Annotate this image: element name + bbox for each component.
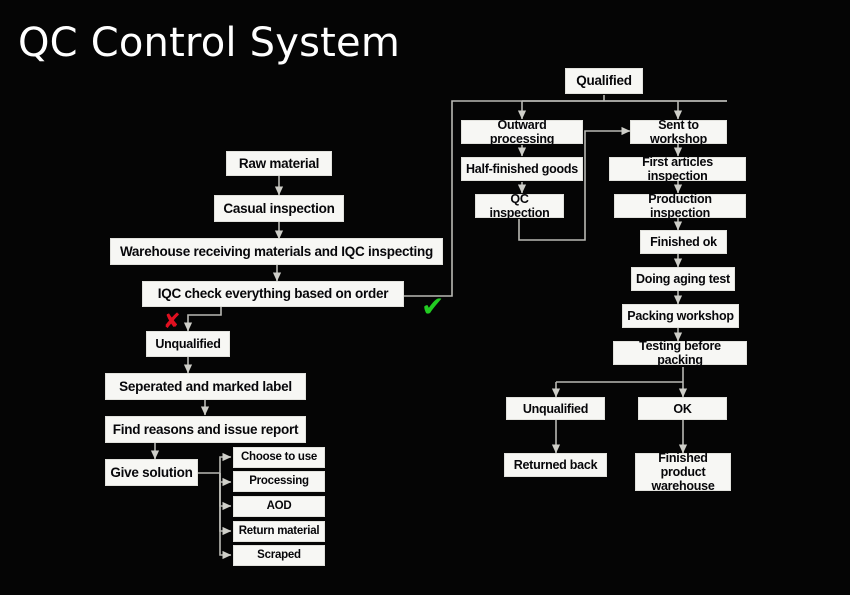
node-find-reasons[interactable]: Find reasons and issue report <box>105 416 306 443</box>
node-label: Sent to workshop <box>649 118 708 146</box>
node-scraped[interactable]: Scraped <box>233 545 325 566</box>
node-testing-before-packing[interactable]: Testing before packing <box>613 339 747 367</box>
accept-check-icon: ✔ <box>421 290 445 323</box>
node-returned-back[interactable]: Returned back <box>504 453 607 477</box>
node-sent-to-workshop[interactable]: Sent to workshop <box>630 118 727 146</box>
node-packing-workshop[interactable]: Packing workshop <box>622 304 739 328</box>
node-qualified[interactable]: Qualified <box>565 68 643 94</box>
node-qc-inspection[interactable]: QC inspection <box>475 192 564 220</box>
node-label: Warehouse receiving materials and IQC in… <box>119 243 434 259</box>
node-production-inspection[interactable]: Production inspection <box>614 192 746 220</box>
node-label: Packing workshop <box>627 309 734 323</box>
node-label: Give solution <box>110 464 193 480</box>
node-label: AOD <box>266 500 292 513</box>
node-label: Processing <box>249 475 309 488</box>
node-ok[interactable]: OK <box>638 397 727 420</box>
node-label: Casual inspection <box>223 200 335 216</box>
reject-x-icon: ✘ <box>163 309 181 333</box>
node-finished-ok[interactable]: Finished ok <box>640 230 727 254</box>
node-choose-to-use[interactable]: Choose to use <box>233 447 325 468</box>
node-unqualified-incoming[interactable]: Unqualified <box>146 331 230 357</box>
node-first-articles-inspection[interactable]: First articles inspection <box>609 155 746 183</box>
node-label: Finished ok <box>650 235 717 249</box>
node-label: Seperated and marked label <box>119 378 292 394</box>
node-label: Scraped <box>257 549 301 562</box>
node-label: Qualified <box>576 73 632 89</box>
node-give-solution[interactable]: Give solution <box>105 459 198 486</box>
node-label: Return material <box>238 525 320 538</box>
node-label: Unqualified <box>155 337 221 351</box>
node-iqc-check[interactable]: IQC check everything based on order <box>142 281 404 307</box>
node-seperated-marked-label[interactable]: Seperated and marked label <box>105 373 306 400</box>
node-aod[interactable]: AOD <box>233 496 325 517</box>
node-label: QC inspection <box>489 192 550 220</box>
node-label: IQC check everything based on order <box>157 286 389 302</box>
node-doing-aging-test[interactable]: Doing aging test <box>631 267 735 291</box>
node-label: Production inspection <box>648 192 712 220</box>
node-label: Doing aging test <box>636 272 730 286</box>
node-label: Outward processing <box>489 118 555 146</box>
node-label: Finished product warehouse <box>651 451 715 493</box>
node-label: OK <box>673 401 692 416</box>
node-label: Choose to use <box>241 451 317 464</box>
node-return-material[interactable]: Return material <box>233 521 325 542</box>
node-warehouse-receiving[interactable]: Warehouse receiving materials and IQC in… <box>110 238 443 265</box>
node-raw-material[interactable]: Raw material <box>226 151 332 176</box>
node-finished-product-warehouse[interactable]: Finished product warehouse <box>635 451 731 493</box>
node-unqualified-final[interactable]: Unqualified <box>506 397 605 420</box>
node-label: Testing before packing <box>639 339 721 367</box>
node-label: Find reasons and issue report <box>112 421 299 437</box>
node-half-finished-goods[interactable]: Half-finished goods <box>461 157 583 181</box>
node-outward-processing[interactable]: Outward processing <box>461 118 583 146</box>
page-title: QC Control System <box>18 20 400 66</box>
node-label: First articles inspection <box>642 155 713 183</box>
node-casual-inspection[interactable]: Casual inspection <box>214 195 344 222</box>
node-label: Unqualified <box>522 401 589 416</box>
node-label: Returned back <box>513 458 598 472</box>
node-label: Raw material <box>238 155 320 171</box>
node-processing[interactable]: Processing <box>233 471 325 492</box>
node-label: Half-finished goods <box>466 162 578 176</box>
